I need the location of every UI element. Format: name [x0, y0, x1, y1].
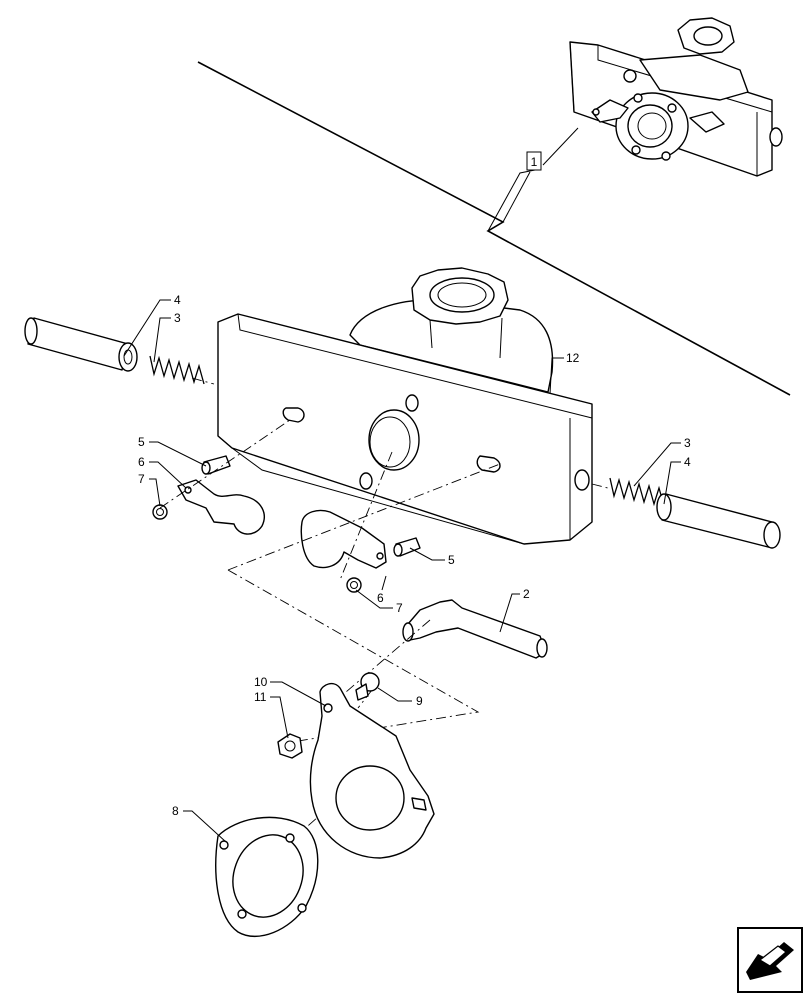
- callout-9: 9: [416, 694, 423, 708]
- pin-axis-right: [591, 483, 609, 489]
- callout-3-right: 3: [684, 436, 691, 450]
- flange: [215, 816, 319, 937]
- callout-6-right: 6: [377, 591, 384, 605]
- inset-assembly: [569, 17, 783, 177]
- callout-3-left: 3: [174, 311, 181, 325]
- roll-pin-right: [393, 537, 421, 557]
- callout-1: 1: [526, 151, 542, 171]
- callout-5-right: 5: [448, 553, 455, 567]
- left-pin: [24, 317, 138, 372]
- right-pin: [656, 493, 781, 549]
- callout-4-right: 4: [684, 455, 691, 469]
- left-spring: [149, 355, 205, 385]
- nut: [277, 733, 303, 759]
- right-spring: [609, 477, 665, 507]
- handle: [402, 599, 548, 659]
- leader-lines: [123, 299, 681, 843]
- callout-7-right: 7: [396, 601, 403, 615]
- stud: [355, 672, 380, 701]
- clip-right: [346, 577, 362, 593]
- callout-8: 8: [172, 804, 179, 818]
- callout-10: 10: [254, 675, 268, 689]
- clip-left: [152, 504, 168, 520]
- callout-11: 11: [254, 690, 267, 704]
- callout-6-left: 6: [138, 455, 145, 469]
- roll-pin-left: [201, 455, 231, 475]
- section-divider: [197, 61, 791, 396]
- pin-axis-left: [191, 377, 215, 385]
- callout-5-left: 5: [138, 435, 145, 449]
- next-page-arrow-icon[interactable]: [737, 927, 803, 993]
- latch-left: [177, 479, 265, 535]
- main-housing: [217, 267, 593, 545]
- latch-right: [300, 509, 387, 569]
- callout-1-label: 1: [531, 155, 538, 169]
- callout-4-left: 4: [174, 293, 181, 307]
- callout-12: 12: [566, 351, 580, 365]
- callout-2: 2: [523, 587, 530, 601]
- cam-plate: [309, 682, 435, 859]
- callout-7-left: 7: [138, 472, 145, 486]
